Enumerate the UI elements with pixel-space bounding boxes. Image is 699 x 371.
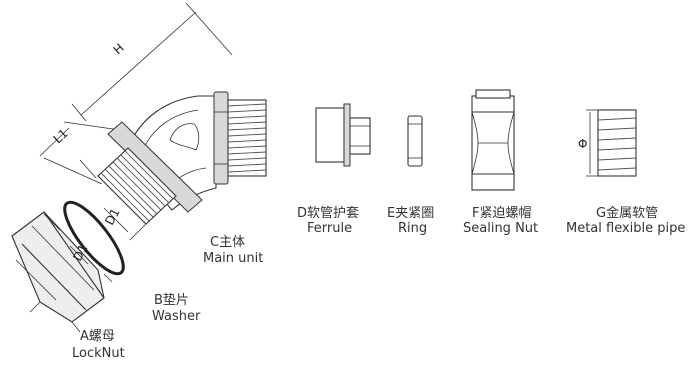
- locknut-drawing: [11, 211, 105, 333]
- washer-cn-label: B垫片: [154, 292, 189, 308]
- washer-drawing: [63, 200, 125, 276]
- dimension-d1-thread-label: D1: [102, 206, 122, 227]
- dimension-d1-nut-label: D1: [70, 242, 90, 263]
- dimension-h-label: H: [111, 41, 127, 57]
- metal-flexible-pipe-en-label: Metal flexible pipe: [566, 221, 685, 236]
- metal-flexible-pipe-cn-label: G金属软管: [596, 205, 658, 221]
- sealing-nut-drawing: [471, 89, 515, 191]
- ferrule-cn-label: D软管护套: [297, 205, 359, 221]
- dimension-d1-thread: D1: [102, 206, 129, 233]
- ferrule-en-label: Ferrule: [307, 221, 352, 236]
- washer-en-label: Washer: [152, 309, 201, 324]
- dimension-phi-label: Φ: [578, 137, 587, 151]
- locknut-en-label: LockNut: [72, 346, 125, 361]
- ring-cn-label: E夹紧圈: [387, 206, 434, 221]
- sealing-nut-cn-label: F紧迫螺帽: [472, 205, 531, 221]
- metal-flexible-pipe-drawing: Φ: [578, 109, 637, 177]
- main-unit-cn-label: C主体: [210, 235, 245, 250]
- ferrule-drawing: [315, 103, 371, 167]
- main-unit-body: [79, 91, 267, 241]
- ring-drawing: [407, 115, 423, 167]
- ring-en-label: Ring: [398, 221, 427, 236]
- locknut-cn-label: A螺母: [80, 329, 115, 344]
- sealing-nut-en-label: Sealing Nut: [463, 221, 538, 236]
- dimension-d1-nut: D1: [43, 213, 113, 283]
- main-unit-en-label: Main unit: [203, 251, 263, 266]
